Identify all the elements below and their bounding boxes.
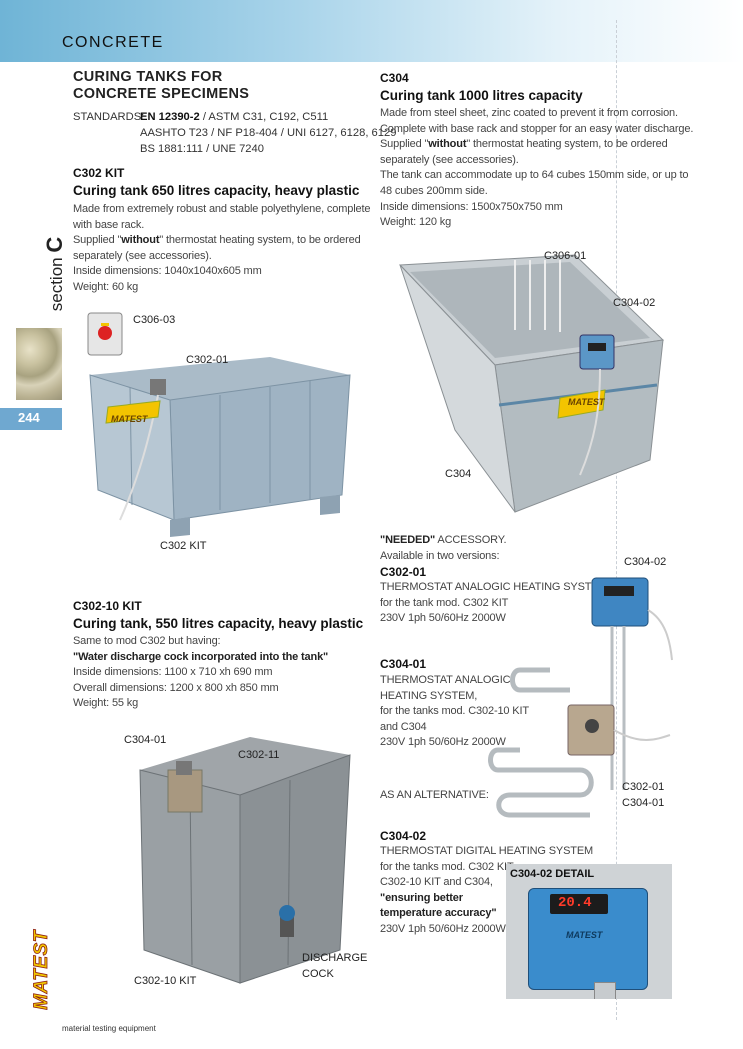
c304-02-detail-image: 20.4 MATEST C304-02 DETAIL — [506, 864, 672, 999]
c302-code: C302 KIT — [73, 166, 125, 180]
c304-code: C304 — [380, 71, 409, 85]
label-cock: COCK — [302, 968, 334, 980]
page-number-bar — [0, 408, 62, 430]
main-heading: CURING TANKS FOR CONCRETE SPECIMENS — [73, 69, 249, 103]
section-marker: section C — [36, 222, 72, 326]
section-letter: C — [42, 236, 67, 253]
c302-10-subtitle: Curing tank, 550 litres capacity, heavy … — [73, 616, 364, 631]
c304-01-code: C304-01 — [380, 657, 427, 671]
c302-01-code: C302-01 — [380, 565, 427, 579]
c302-10-code: C302-10 KIT — [73, 599, 142, 613]
c304-02-description: THERMOSTAT DIGITAL HEATING SYSTEM for th… — [380, 845, 594, 935]
label-c304-02-tank: C304-02 — [613, 297, 656, 309]
detail-title: C304-02 DETAIL — [510, 868, 595, 880]
c302-10-description: Same to mod C302 but having: "Water disc… — [73, 635, 329, 710]
label-c302-01: C302-01 — [186, 354, 229, 366]
c302-description: Made from extremely robust and stable po… — [73, 203, 371, 293]
label-c306-01: C306-01 — [544, 250, 587, 262]
c304-02-code: C304-02 — [380, 829, 427, 843]
page-number: 244 — [18, 410, 40, 425]
label-discharge: DISCHARGE — [302, 952, 368, 964]
heating-system-image — [488, 577, 673, 818]
main-heading-line1: CURING TANKS FOR — [73, 69, 223, 85]
label-c304-01-heater: C304-01 — [622, 797, 665, 809]
standards-line2: AASHTO T23 / NF P18-404 / UNI 6127, 6128… — [140, 127, 397, 139]
matest-logo: MATEST — [30, 930, 56, 1011]
digital-display — [550, 894, 608, 914]
c302-01-description: THERMOSTAT ANALOGIC HEATING SYSTEM, for … — [380, 581, 611, 625]
detail-logo: MATEST — [566, 930, 603, 940]
c304-description: Made from steel sheet, zinc coated to pr… — [380, 107, 694, 229]
accessory-needed: "NEEDED" ACCESSORY. Available in two ver… — [380, 534, 507, 562]
c304-subtitle: Curing tank 1000 litres capacity — [380, 88, 583, 103]
footer-text: material testing equipment — [62, 1024, 156, 1033]
c302-subtitle: Curing tank 650 litres capacity, heavy p… — [73, 183, 360, 198]
label-c304-02-heater: C304-02 — [624, 556, 667, 568]
c302-tank-logo: MATEST — [111, 414, 148, 424]
label-c306-03: C306-03 — [133, 314, 176, 326]
logo-text: MATEST — [31, 930, 53, 1011]
standards-label: STANDARDS: — [73, 111, 145, 123]
alternative-label: AS AN ALTERNATIVE: — [380, 789, 489, 801]
label-c302-01-heater: C302-01 — [622, 781, 665, 793]
label-c302-10-kit: C302-10 KIT — [134, 975, 197, 987]
standards-line1: EN 12390-2 / ASTM C31, C192, C511 — [140, 111, 329, 123]
cable-gland — [594, 982, 616, 999]
c304-tank-logo: MATEST — [568, 397, 605, 407]
main-heading-line2: CONCRETE SPECIMENS — [73, 86, 250, 102]
column-divider — [616, 20, 617, 1020]
display-value: 20.4 — [558, 895, 592, 911]
header-band — [0, 0, 743, 62]
label-c304-01-tank: C304-01 — [124, 734, 167, 746]
page-title: CONCRETE — [62, 34, 164, 51]
c304-01-description: THERMOSTAT ANALOGIC HEATING SYSTEM, for … — [380, 674, 529, 749]
concrete-sample-thumbnail — [16, 328, 62, 400]
c302-10-tank-image — [139, 737, 351, 984]
c302-tank-image — [87, 312, 351, 537]
label-c302-kit: C302 KIT — [160, 540, 207, 552]
standards-line3: BS 1881:111 / UNE 7240 — [140, 143, 264, 155]
c304-tank-image — [398, 254, 665, 513]
section-word: section — [47, 257, 66, 312]
label-c304: C304 — [445, 468, 472, 480]
label-c302-11: C302-11 — [238, 749, 280, 761]
